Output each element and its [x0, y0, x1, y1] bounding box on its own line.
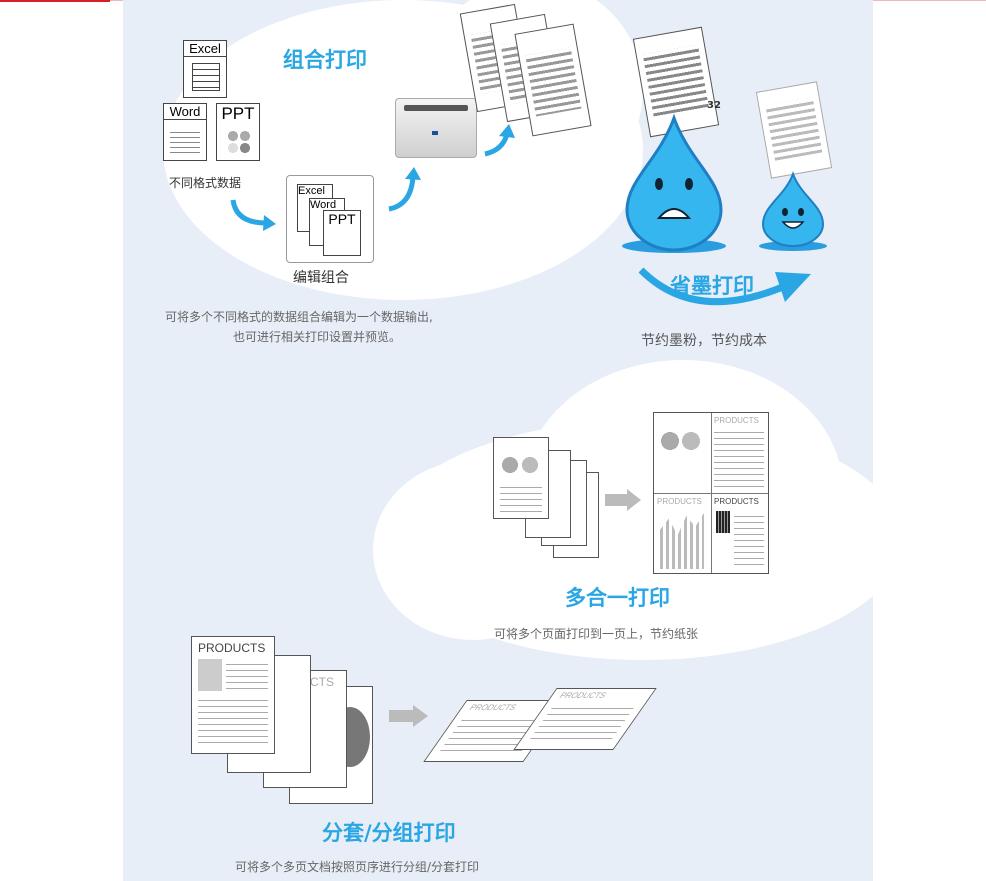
feature-panel: Excel Word PPT 不同格式数据 Excel Word PPT 编辑组…	[123, 0, 873, 881]
edit-combine-label: 编辑组合	[293, 270, 349, 286]
nup-sheet: PRODUCTS PRODUCTS PRODUCTS	[653, 412, 769, 574]
ink-saving-title: 省墨打印	[670, 274, 754, 298]
ppt-doc-icon: PPT	[323, 210, 361, 256]
large-ink-drop-icon	[622, 113, 726, 253]
gray-arrow-head-icon	[627, 489, 641, 511]
ppt-doc-icon: PPT	[216, 103, 260, 161]
brand-accent-bar	[0, 0, 110, 2]
pie-chart-icon	[500, 456, 544, 474]
ink-saving-desc: 节约墨粉，节约成本	[641, 333, 767, 349]
source-page	[493, 437, 549, 519]
printer-image	[395, 98, 477, 158]
gray-arrow-icon	[605, 494, 627, 506]
collate-heading: PRODUCTS	[467, 703, 519, 712]
gray-arrow-head-icon	[413, 705, 428, 727]
source-page: PRODUCTS	[191, 636, 275, 754]
curved-arrow-icon	[230, 199, 276, 231]
spreadsheet-grid-icon	[192, 63, 220, 91]
chart-dots-icon	[227, 130, 251, 154]
combine-desc-line1: 可将多个不同格式的数据组合编辑为一个数据输出,	[165, 310, 433, 324]
nup-heading: PRODUCTS	[657, 497, 702, 506]
collated-set: PRODUCTS	[513, 688, 657, 750]
collate-heading: PRODUCTS	[557, 691, 609, 700]
text-lines-icon	[170, 128, 200, 156]
nup-heading: PRODUCTS	[714, 416, 759, 425]
combine-print-title: 组合打印	[283, 48, 367, 72]
nup-heading: PRODUCTS	[714, 497, 759, 506]
bar-chart-icon	[660, 513, 704, 569]
curved-arrow-icon	[638, 267, 811, 306]
image-placeholder	[198, 659, 222, 691]
pie-chart-icon	[659, 431, 705, 451]
collate-print-title: 分套/分组打印	[322, 821, 456, 845]
collate-heading: PRODUCTS	[198, 641, 266, 655]
combine-desc-line2: 也可进行相关打印设置并预览。	[233, 330, 402, 344]
sheet-page-number: 32	[707, 100, 721, 111]
curved-arrow-icon	[388, 167, 421, 212]
edit-combine-box: Excel Word PPT	[286, 175, 374, 263]
source-data-label: 不同格式数据	[169, 176, 242, 190]
nup-print-title: 多合一打印	[565, 586, 670, 610]
qr-code-icon	[716, 511, 730, 533]
gray-arrow-icon	[389, 710, 413, 722]
curved-arrow-icon	[484, 124, 515, 157]
printed-sheet	[755, 81, 833, 179]
word-doc-icon: Word	[163, 103, 207, 161]
small-ink-drop-icon	[759, 171, 827, 251]
collate-desc: 可将多个多页文档按照页序进行分组/分套打印	[235, 860, 480, 874]
nup-desc: 可将多个页面打印到一页上，节约纸张	[494, 627, 699, 641]
excel-doc-icon: Excel	[183, 40, 227, 98]
